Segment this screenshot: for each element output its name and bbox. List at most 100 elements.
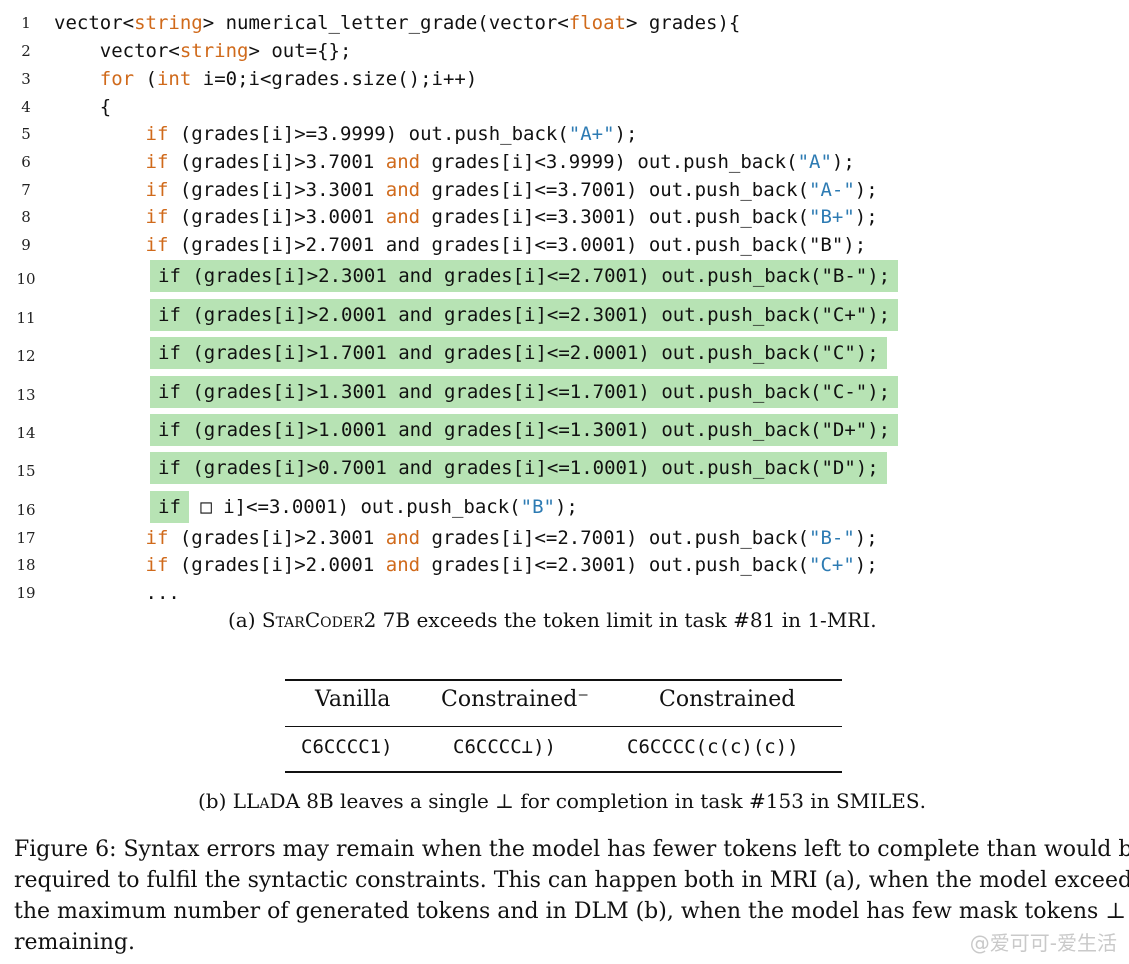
code-text: for (int i=0;i<grades.size();i++) — [54, 66, 478, 92]
code-token — [54, 151, 146, 173]
cell-vanilla: C6CCCC1) — [301, 736, 393, 758]
table-bottom-rule — [285, 771, 842, 773]
code-token: string — [134, 12, 203, 34]
code-token: if (grades[i]>1.0001 and grades[i]<=1.30… — [158, 419, 891, 441]
code-text: if (grades[i]>1.0001 and grades[i]<=1.30… — [150, 414, 899, 446]
line-number: 18 — [16, 556, 36, 574]
code-text: if (grades[i]>2.0001 and grades[i]<=2.30… — [54, 552, 878, 578]
code-text: if (grades[i]>2.0001 and grades[i]<=2.30… — [150, 299, 899, 331]
code-token: and — [385, 527, 421, 549]
code-text: if (grades[i]>=3.9999) out.push_back("A+… — [54, 121, 638, 147]
code-token: if (grades[i]>2.0001 and grades[i]<=2.30… — [158, 304, 891, 326]
code-token: if — [145, 123, 169, 145]
caption-a-prefix: (a) — [228, 608, 262, 632]
code-token: and — [385, 206, 421, 228]
code-token: □ i]<=3.0001) out.push_back( — [188, 496, 521, 518]
caption-b-text: 8B leaves a single ⊥ for completion in t… — [299, 789, 836, 813]
code-token: > numerical_letter_grade(vector< — [202, 12, 569, 34]
code-token: "B+" — [809, 206, 855, 228]
code-token: if — [145, 151, 169, 173]
code-token: ); — [854, 179, 878, 201]
code-token: ); — [854, 206, 878, 228]
highlighted-completion: if (grades[i]>1.7001 and grades[i]<=2.00… — [150, 337, 887, 369]
cell-constrained: C6CCCC(c(c)(c)) — [627, 736, 799, 758]
code-token: and — [385, 179, 421, 201]
caption-a-mri: MRI — [826, 608, 871, 632]
caption-a-model: StarCoder2 — [261, 608, 377, 632]
caption-a-end: . — [870, 608, 877, 632]
code-line: 19 ... — [0, 580, 1129, 606]
figure-caption-line-3: the maximum number of generated tokens a… — [14, 899, 1126, 924]
line-number: 1 — [21, 14, 31, 32]
code-token: i=0;i<grades.size();i++) — [191, 68, 478, 90]
highlighted-completion: if (grades[i]>2.0001 and grades[i]<=2.30… — [150, 299, 899, 331]
code-token: (grades[i]>3.3001 — [168, 179, 386, 201]
line-number: 19 — [16, 584, 36, 602]
watermark: @爱可可-爱生活 — [969, 931, 1117, 955]
line-number: 11 — [16, 309, 36, 327]
code-token: grades[i]<=2.3001) out.push_back( — [420, 554, 810, 576]
caption-b-end: . — [919, 789, 926, 813]
code-token: float — [568, 12, 626, 34]
code-text: if (grades[i]>2.3001 and grades[i]<=2.70… — [54, 525, 878, 551]
line-number: 10 — [16, 270, 36, 288]
header-constrained-minus: Constrained⁻ — [441, 687, 589, 712]
caption-b-model: LLaDA — [232, 789, 300, 813]
code-token: (grades[i]>3.0001 — [168, 206, 386, 228]
line-number: 4 — [21, 98, 31, 116]
code-token — [54, 123, 146, 145]
code-token: vector< — [54, 12, 135, 34]
code-line: 5 if (grades[i]>=3.9999) out.push_back("… — [0, 121, 1129, 147]
code-token — [54, 206, 146, 228]
code-token — [54, 179, 146, 201]
code-token: if — [145, 179, 169, 201]
code-token: (grades[i]>2.7001 and grades[i]<=3.0001)… — [168, 234, 867, 256]
caption-a-text: 7B exceeds the token limit in task #81 i… — [376, 608, 827, 632]
code-line: 17 if (grades[i]>2.3001 and grades[i]<=2… — [0, 525, 1129, 551]
line-number: 8 — [21, 208, 31, 226]
line-number: 2 — [21, 42, 31, 60]
code-token: ); — [854, 554, 878, 576]
line-number: 16 — [16, 501, 36, 519]
line-number: 13 — [16, 386, 36, 404]
code-token: if (grades[i]>0.7001 and grades[i]<=1.00… — [158, 457, 879, 479]
code-token: "C+" — [809, 554, 855, 576]
code-token: (grades[i]>2.3001 — [168, 527, 386, 549]
code-token: "A-" — [809, 179, 855, 201]
code-line: 4 { — [0, 94, 1129, 120]
code-text: vector<string> numerical_letter_grade(ve… — [54, 10, 740, 36]
code-line: 8 if (grades[i]>3.0001 and grades[i]<=3.… — [0, 204, 1129, 230]
line-number: 5 — [21, 125, 31, 143]
code-token: (grades[i]>2.0001 — [168, 554, 386, 576]
header-constrained: Constrained — [659, 687, 796, 712]
code-text: if (grades[i]>0.7001 and grades[i]<=1.00… — [150, 452, 887, 484]
code-text: if (grades[i]>1.7001 and grades[i]<=2.00… — [150, 337, 887, 369]
figure-caption-line-2: required to fulfil the syntactic constra… — [14, 868, 1129, 893]
code-text: if □ i]<=3.0001) out.push_back("B"); — [150, 491, 578, 523]
cell-constrained-minus: C6CCCC⊥)) — [453, 736, 556, 758]
code-token: if (grades[i]>1.7001 and grades[i]<=2.00… — [158, 342, 879, 364]
code-text: { — [54, 94, 111, 120]
code-token — [54, 68, 100, 90]
table-mid-rule — [285, 726, 842, 727]
code-token: grades[i]<=2.7001) out.push_back( — [420, 527, 810, 549]
code-text: if (grades[i]>3.7001 and grades[i]<3.999… — [54, 149, 855, 175]
line-number: 14 — [16, 424, 36, 442]
code-token: (grades[i]>=3.9999) out.push_back( — [168, 123, 569, 145]
header-vanilla: Vanilla — [315, 687, 391, 712]
line-number: 15 — [16, 462, 36, 480]
code-text: if (grades[i]>1.3001 and grades[i]<=1.70… — [150, 376, 899, 408]
code-token: and — [385, 151, 421, 173]
code-token — [54, 554, 146, 576]
code-token: if — [145, 206, 169, 228]
line-number: 7 — [21, 181, 31, 199]
code-text: if (grades[i]>3.0001 and grades[i]<=3.30… — [54, 204, 878, 230]
code-token — [54, 527, 146, 549]
code-line: 11 if (grades[i]>2.0001 and grades[i]<=2.… — [0, 299, 1129, 331]
code-token: grades[i]<=3.3001) out.push_back( — [420, 206, 810, 228]
caption-b-smiles: SMILES — [835, 789, 920, 813]
code-line: 14 if (grades[i]>1.0001 and grades[i]<=1.… — [0, 414, 1129, 446]
code-token: "A+" — [568, 123, 615, 145]
